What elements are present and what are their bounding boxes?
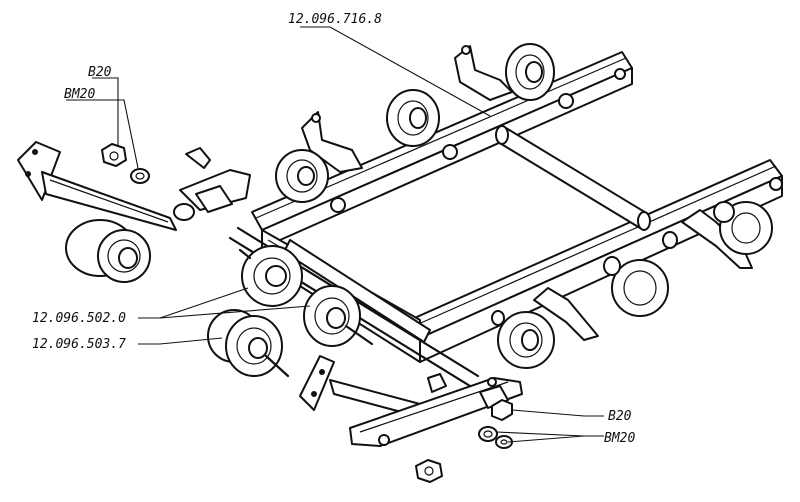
roller-12-096-502-0 — [238, 245, 374, 347]
upper-rollers — [275, 43, 555, 203]
leader-lines — [66, 26, 604, 443]
left-mounting-bracket — [17, 141, 251, 231]
label-nut-bottom: B20 — [608, 409, 632, 424]
left-end-roller — [65, 219, 151, 283]
label-washer-bottom: BM20 — [604, 431, 635, 446]
fasteners-bottom — [415, 399, 513, 483]
label-frame: 12.096.716.8 — [288, 12, 382, 27]
label-roller-single-flange: 12.096.502.0 — [32, 311, 126, 326]
roller-12-096-503-7 — [207, 309, 290, 378]
front-mounting-bracket — [299, 355, 523, 447]
label-washer-top: BM20 — [64, 87, 95, 102]
lower-beam-rollers — [491, 201, 773, 369]
label-nut-top: B20 — [88, 65, 112, 80]
fasteners-top — [101, 143, 150, 184]
label-roller-double-flange: 12.096.503.7 — [32, 337, 126, 352]
